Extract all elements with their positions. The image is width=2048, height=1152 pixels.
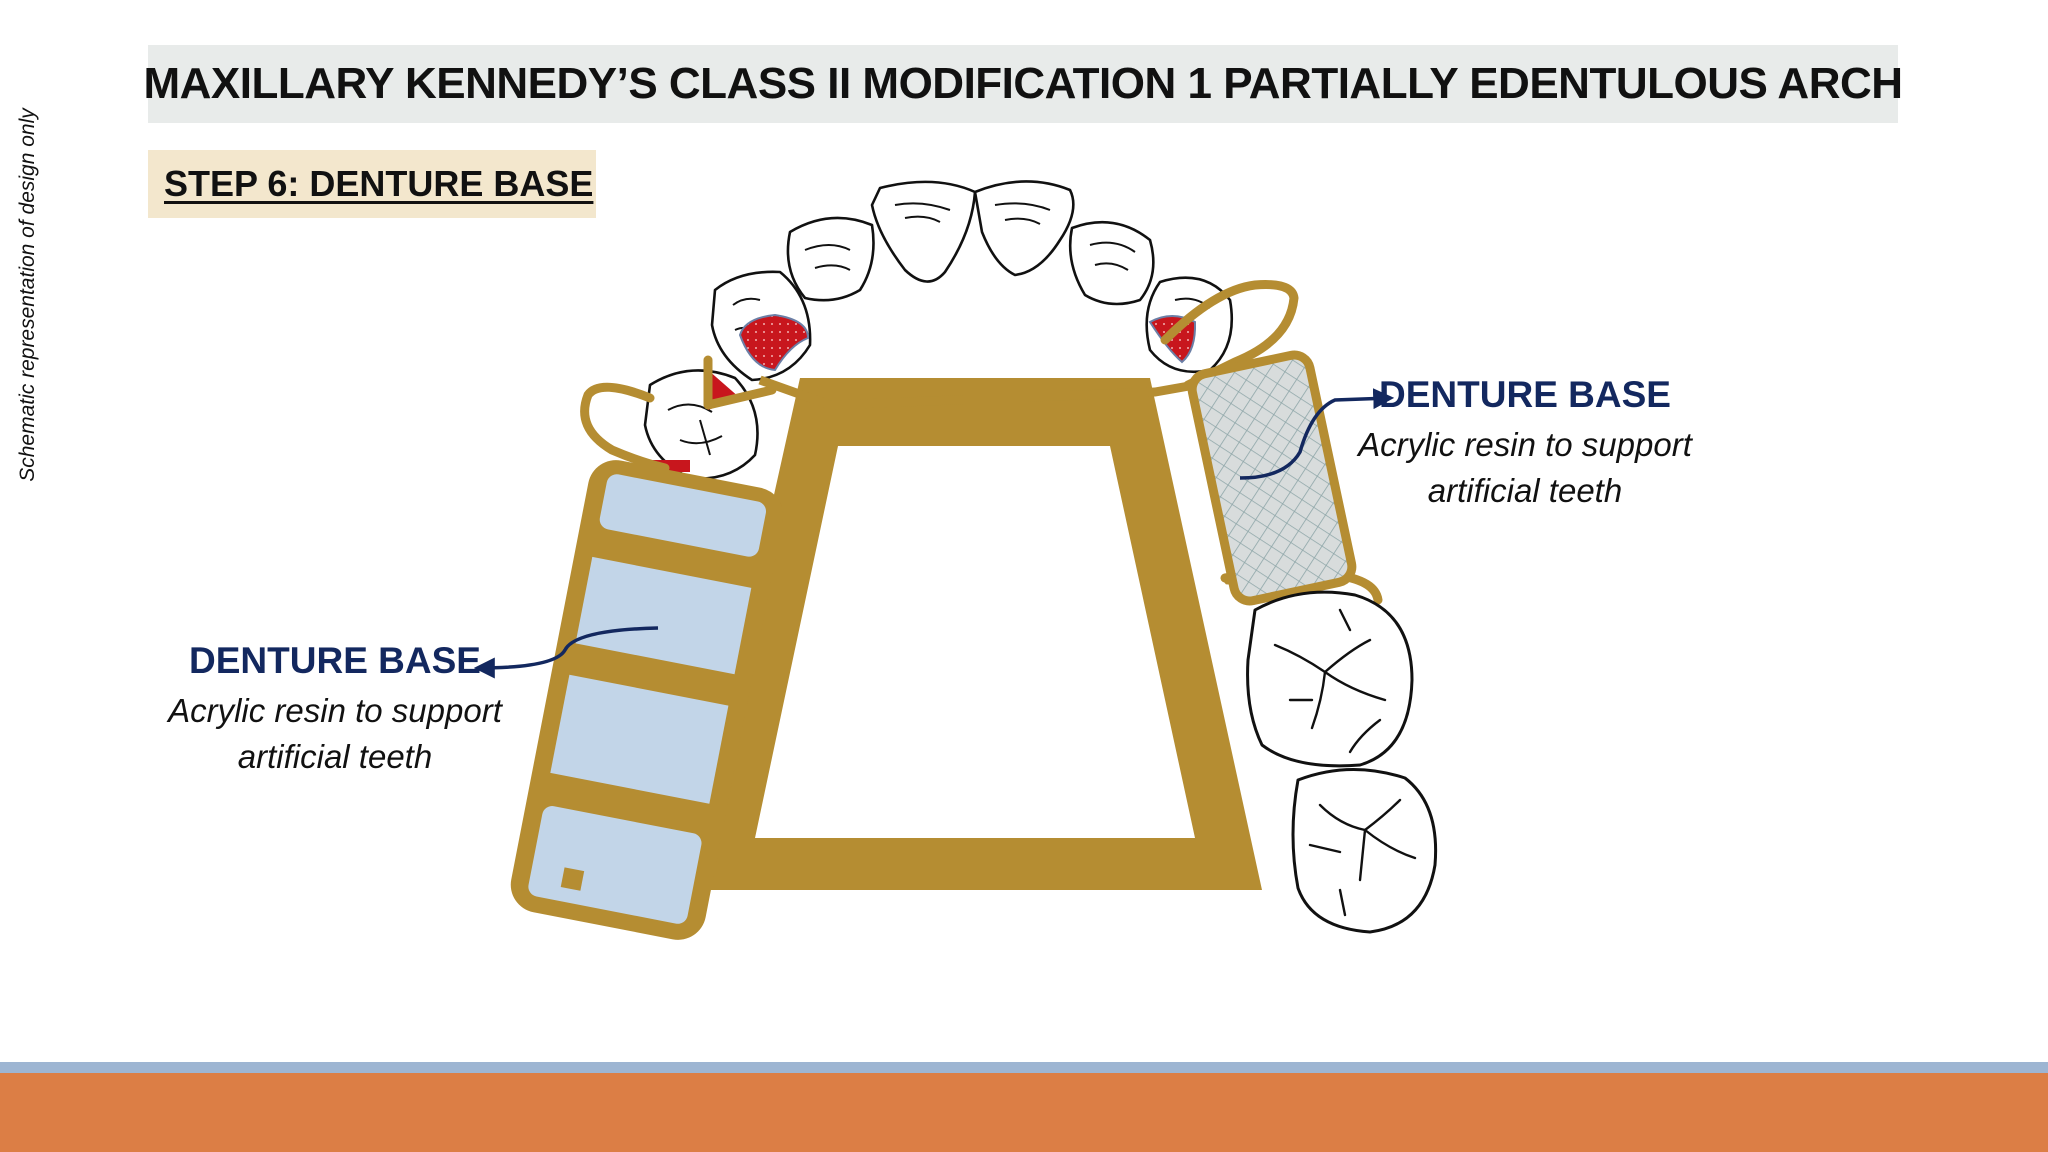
finish-line-block xyxy=(560,867,585,891)
connector-struts xyxy=(758,375,1196,410)
label-right-line2: artificial teeth xyxy=(1427,472,1623,509)
denture-base-right xyxy=(1187,350,1357,606)
footer-bar xyxy=(0,1073,2048,1152)
cingulum-rest-right-canine xyxy=(738,313,810,372)
denture-base-left xyxy=(510,460,784,940)
clasp-right-premolar xyxy=(580,382,670,473)
major-connector xyxy=(686,378,1262,890)
label-left-title: DENTURE BASE xyxy=(189,640,481,681)
step-banner: STEP 6: DENTURE BASE xyxy=(148,150,596,218)
molar-fissures xyxy=(1273,608,1417,917)
central-incisor-right xyxy=(870,180,977,283)
clasp-left-canine xyxy=(1160,280,1299,390)
artificial-tooth-2 xyxy=(575,556,752,675)
clasp-right-canine-arm xyxy=(703,355,777,410)
label-denture-base-right: DENTURE BASE Acrylic resin to support ar… xyxy=(1340,374,1710,514)
lateral-incisor-right xyxy=(786,216,875,302)
central-incisor-left xyxy=(973,180,1075,277)
arrow-right-label xyxy=(1239,388,1395,480)
label-right-description: Acrylic resin to support artificial teet… xyxy=(1340,422,1710,514)
first-molar-left xyxy=(1246,590,1414,768)
label-left-line1: Acrylic resin to support xyxy=(168,692,502,729)
step-heading: STEP 6: DENTURE BASE xyxy=(164,163,594,204)
label-denture-base-left: DENTURE BASE Acrylic resin to support ar… xyxy=(140,640,530,780)
label-left-description: Acrylic resin to support artificial teet… xyxy=(140,688,530,780)
label-right-line1: Acrylic resin to support xyxy=(1358,426,1692,463)
artificial-tooth-3 xyxy=(550,674,729,804)
molars xyxy=(1246,590,1438,934)
footer-accent-line xyxy=(0,1062,2048,1073)
title-banner: MAXILLARY KENNEDY’S CLASS II MODIFICATIO… xyxy=(144,45,1903,123)
slide-title: MAXILLARY KENNEDY’S CLASS II MODIFICATIO… xyxy=(143,59,1904,108)
label-left-line2: artificial teeth xyxy=(237,738,433,775)
artificial-tooth-4 xyxy=(528,806,702,924)
arrow-left-label xyxy=(473,626,659,679)
label-right-title: DENTURE BASE xyxy=(1379,374,1671,415)
artificial-tooth-1 xyxy=(599,474,767,557)
tooth-grooves xyxy=(667,202,1211,456)
second-molar-left xyxy=(1291,767,1438,934)
